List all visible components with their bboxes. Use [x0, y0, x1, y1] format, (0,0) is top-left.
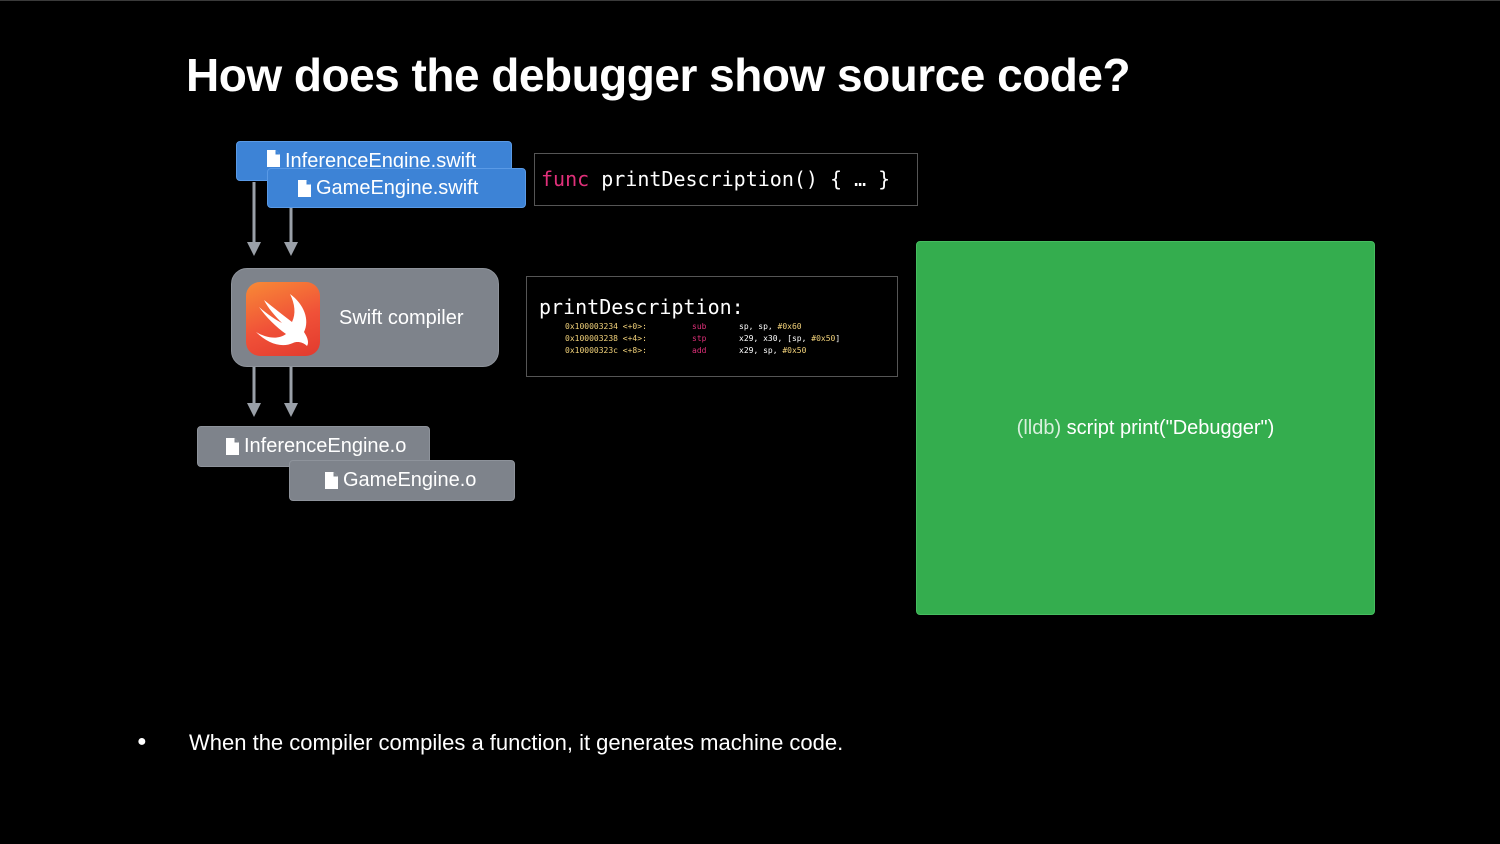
- arrow-down-icon: [247, 182, 261, 256]
- assembly-operands: sp, sp, #0x60: [739, 322, 802, 331]
- source-file-name: InferenceEngine.swift: [285, 150, 477, 172]
- swift-compiler-box: Swift compiler: [231, 268, 499, 367]
- assembly-opcode: add: [692, 346, 707, 355]
- source-file-name: GameEngine.swift: [316, 176, 479, 199]
- lldb-panel: (lldb) script print("Debugger"): [916, 241, 1375, 615]
- source-code-snippet: func printDescription() { … }: [534, 153, 918, 206]
- document-icon: [298, 179, 311, 197]
- assembly-operands: x29, sp, #0x50: [739, 346, 807, 355]
- object-file-name: InferenceEngine.o: [244, 435, 407, 457]
- assembly-operands: x29, x30, [sp, #0x50]: [739, 334, 841, 343]
- assembly-address: 0x100003234 <+0>:: [565, 322, 647, 331]
- assembly-label: printDescription:: [539, 295, 744, 319]
- assembly-address: 0x10000323c <+8>:: [565, 346, 647, 355]
- arrow-down-icon: [247, 367, 261, 417]
- assembly-address: 0x100003238 <+4>:: [565, 334, 647, 343]
- object-file-name: GameEngine.o: [343, 469, 477, 491]
- compiler-label: Swift compiler: [339, 307, 464, 329]
- lldb-argument: "Debugger": [1165, 417, 1268, 439]
- assembly-opcode: sub: [692, 322, 707, 331]
- bullet-icon: ●: [137, 733, 147, 750]
- slide-title: How does the debugger show source code?: [186, 49, 1131, 101]
- code-keyword: func: [541, 167, 590, 191]
- document-icon: [226, 438, 239, 455]
- lldb-command: (lldb) script print("Debugger"): [917, 417, 1374, 440]
- document-icon: [325, 472, 338, 489]
- object-file-game-engine: GameEngine.o: [289, 460, 515, 501]
- lldb-prompt: (lldb): [1016, 417, 1062, 439]
- assembly-snippet: printDescription: 0x100003234 <+0>: sub …: [526, 276, 898, 377]
- lldb-command-text: script print(: [1061, 417, 1166, 439]
- lldb-close: ): [1267, 417, 1275, 439]
- swift-logo-icon: [246, 282, 320, 356]
- document-icon: [267, 150, 280, 167]
- arrow-down-icon: [284, 367, 298, 417]
- assembly-opcode: stp: [692, 334, 707, 343]
- arrow-down-icon: [284, 208, 298, 256]
- top-border: [0, 0, 1500, 1]
- source-file-game-engine: GameEngine.swift: [267, 168, 526, 208]
- code-signature: printDescription() { … }: [601, 167, 891, 191]
- bullet-text: When the compiler compiles a function, i…: [189, 730, 844, 755]
